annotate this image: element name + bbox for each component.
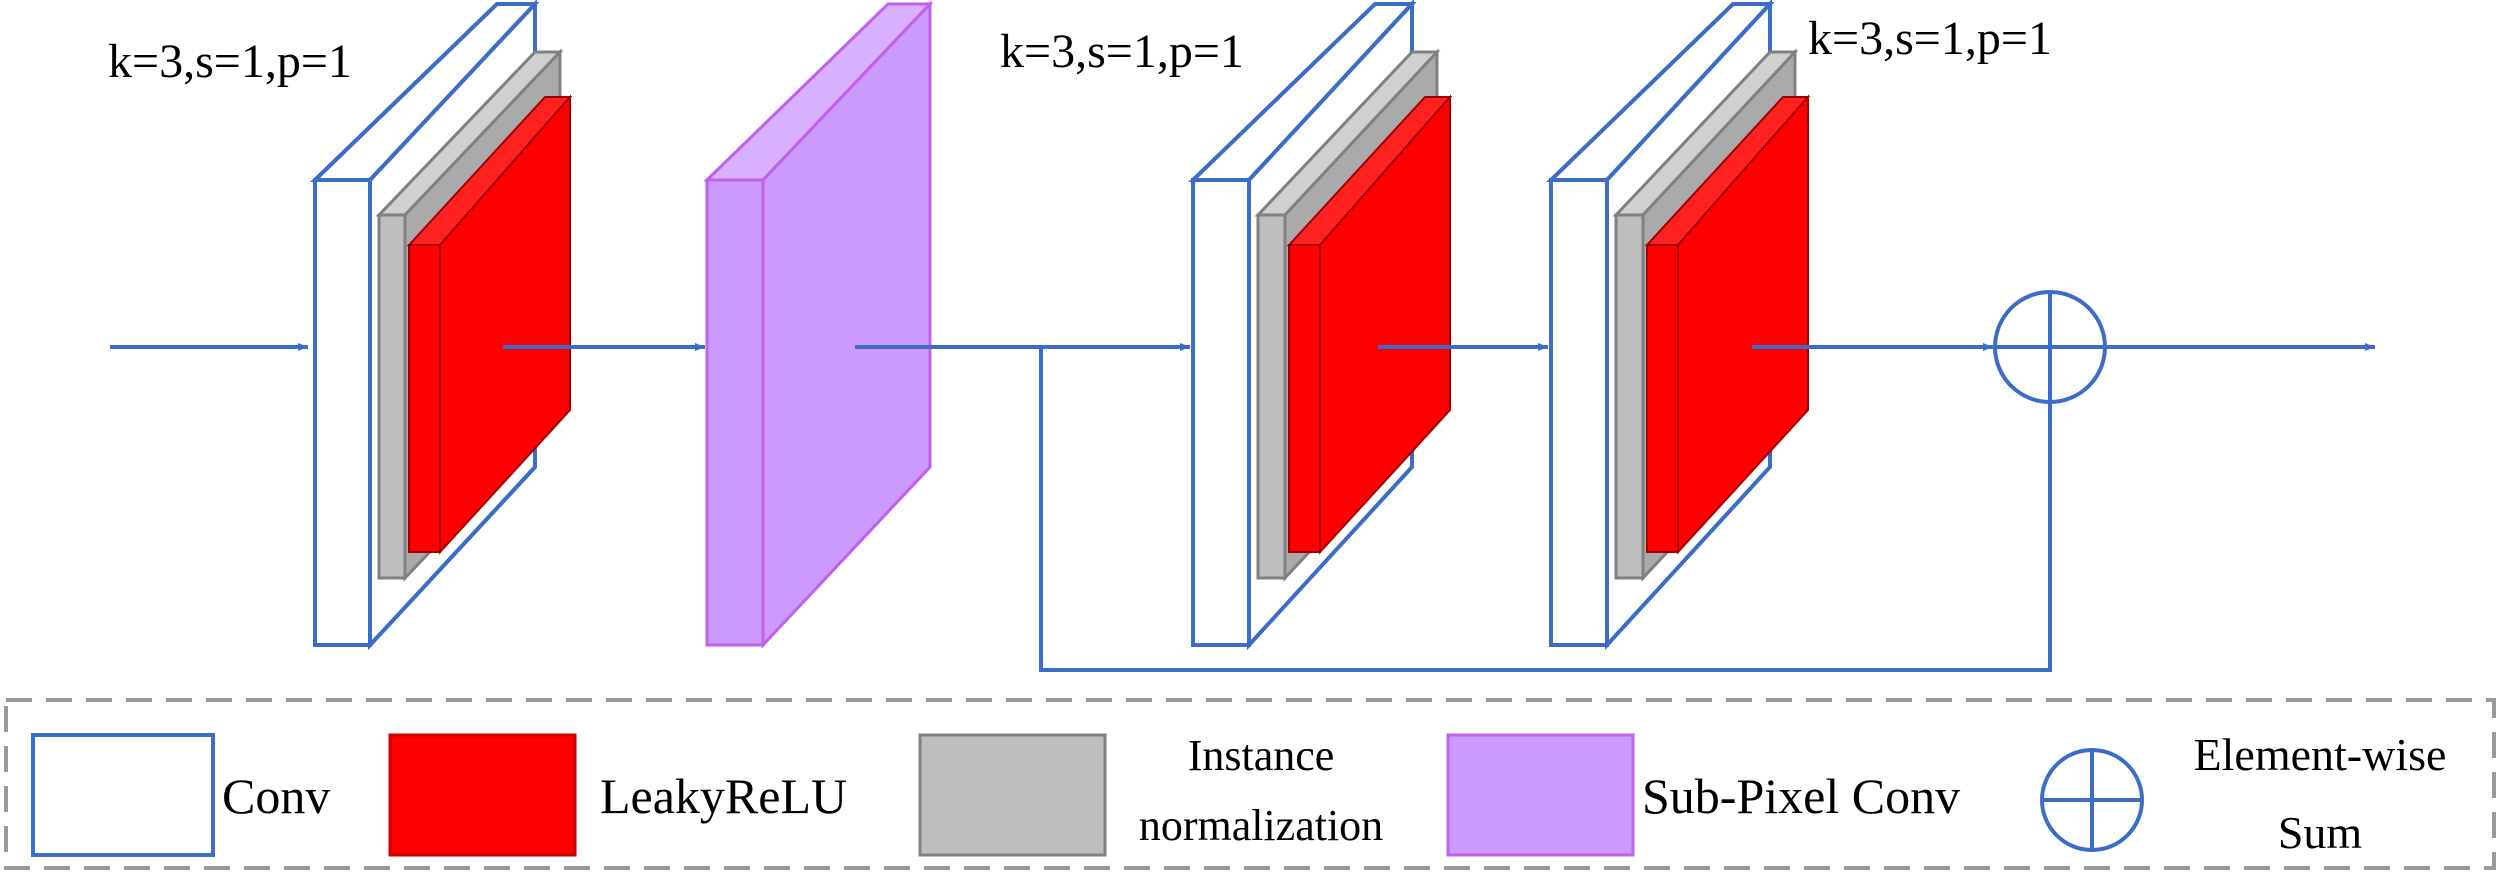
conv-annotation-1: k=3,s=1,p=1 xyxy=(108,35,352,88)
legend-border xyxy=(4,698,2496,870)
legend-subpixel-swatch xyxy=(1446,733,1635,857)
legend: Conv LeakyReLU Instance normalization Su… xyxy=(4,698,2496,870)
conv-block-3: k=3,s=1,p=1 xyxy=(1546,0,2052,651)
legend-subpixel-label: Sub-Pixel Conv xyxy=(1642,768,1960,824)
legend-instance-norm-swatch xyxy=(918,733,1107,857)
leakyrelu-layer-1 xyxy=(406,94,573,555)
legend-leakyrelu-swatch xyxy=(388,733,577,857)
conv-annotation-3: k=3,s=1,p=1 xyxy=(1808,12,2052,65)
legend-leakyrelu-label: LeakyReLU xyxy=(600,768,847,824)
legend-sum-label-line2: Sum xyxy=(2278,807,2363,858)
conv-annotation-2: k=3,s=1,p=1 xyxy=(1000,25,1244,78)
leakyrelu-layer-2 xyxy=(1286,94,1453,555)
legend-conv-label: Conv xyxy=(222,768,330,824)
legend-conv-swatch xyxy=(31,733,215,857)
sum-node xyxy=(1993,290,2107,404)
legend-instance-norm-label-line1: Instance xyxy=(1188,731,1335,780)
leakyrelu-layer-3 xyxy=(1644,94,1811,555)
legend-instance-norm-label-line2: normalization xyxy=(1139,801,1383,850)
connectors xyxy=(110,343,2375,672)
subpixel-conv-block xyxy=(703,0,934,649)
legend-sum-label-line1: Element-wise xyxy=(2194,729,2447,780)
skip-connection xyxy=(1039,347,2054,672)
conv-block-1: k=3,s=1,p=1 xyxy=(108,0,573,651)
conv-block-2: k=3,s=1,p=1 xyxy=(1000,0,1453,651)
legend-sum-swatch xyxy=(2040,748,2144,852)
